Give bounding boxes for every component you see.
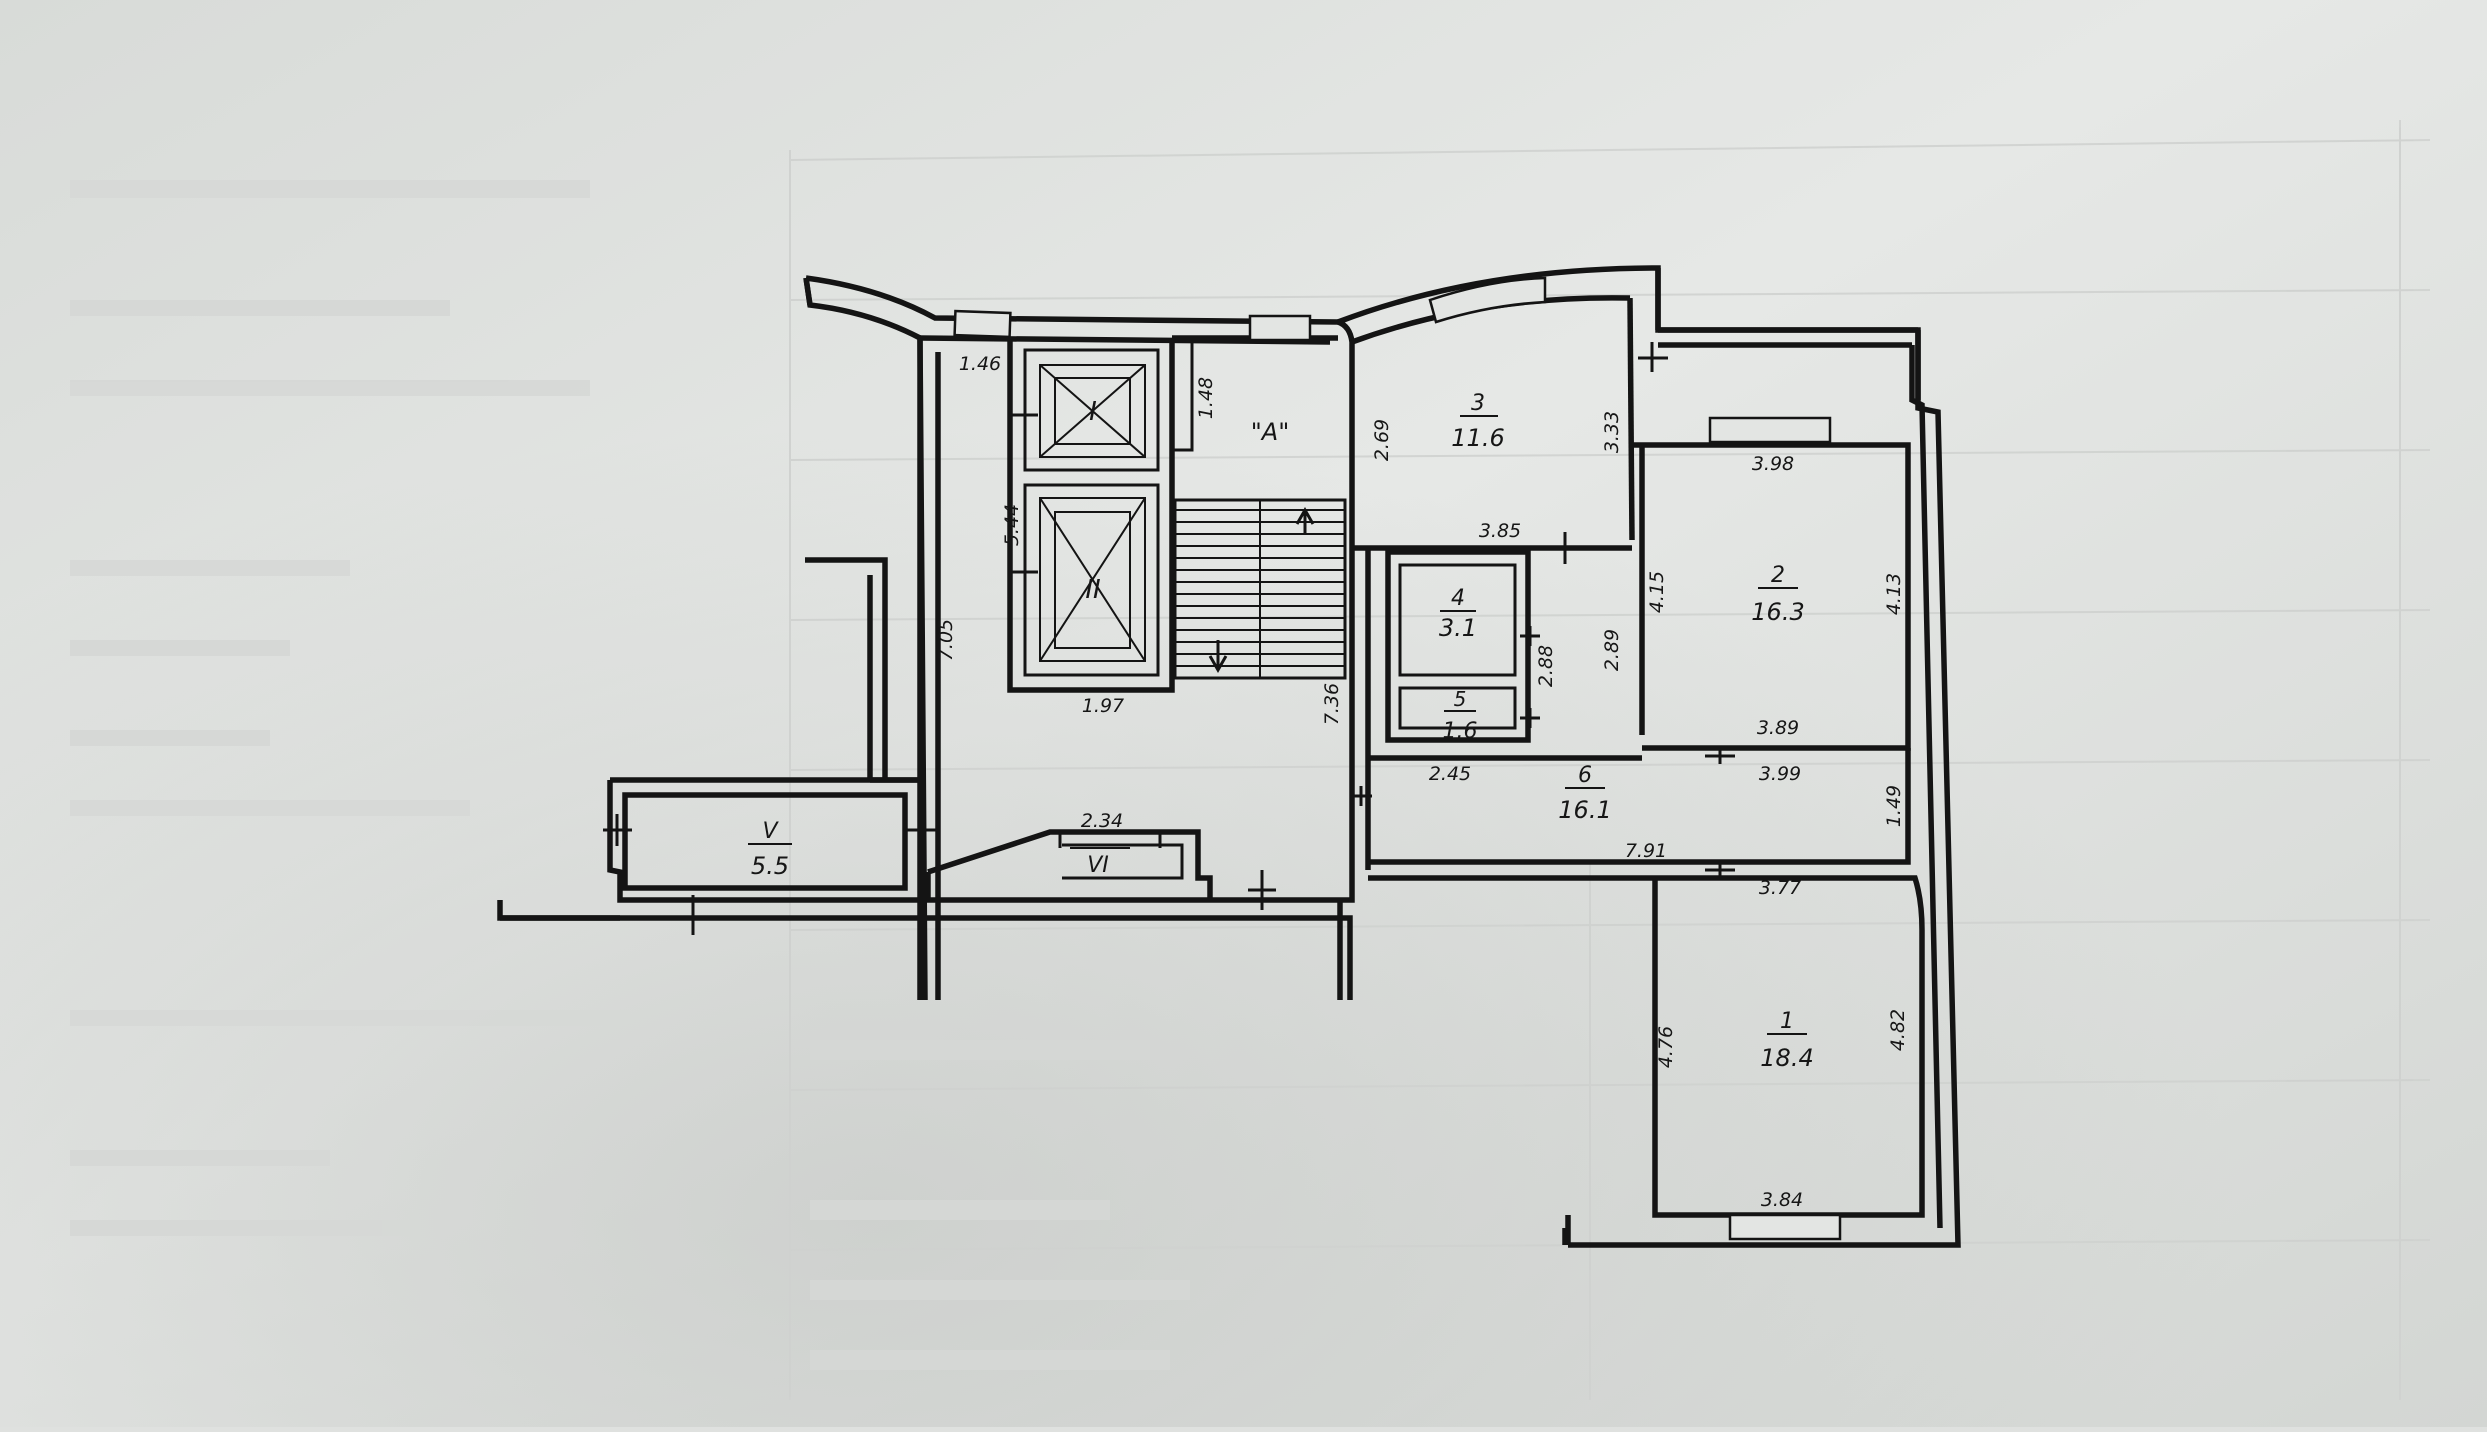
dim-4-13: 4.13	[1883, 573, 1905, 615]
dim-2-45: 2.45	[1429, 763, 1471, 785]
dim-3-84: 3.84	[1761, 1189, 1803, 1211]
door-room-2	[1705, 748, 1735, 764]
door-room-4	[1520, 626, 1540, 646]
dim-1-97: 1.97	[1082, 695, 1124, 717]
dim-7-05: 7.05	[935, 619, 957, 661]
dim-1-48: 1.48	[1195, 377, 1217, 419]
door-room-3	[1550, 532, 1580, 564]
dim-3-85: 3.85	[1479, 520, 1521, 542]
door-room-5	[1520, 708, 1540, 728]
dim-4-15: 4.15	[1646, 571, 1668, 613]
room-vi-number: VI	[1087, 853, 1109, 878]
stair-up-arrow	[1295, 506, 1315, 535]
dim-1-46: 1.46	[959, 353, 1001, 375]
lift-i	[1039, 364, 1146, 458]
dimension-labels: 1.46 1.48 5.44 7.05 1.97 7.36 2.34 2.69 …	[935, 353, 1909, 1211]
room-4-number: 4	[1451, 586, 1465, 611]
window-room-2	[1708, 416, 1832, 444]
door-corridor	[1350, 786, 1372, 806]
room-5-number: 5	[1454, 687, 1467, 711]
windows	[953, 276, 1842, 1241]
dim-2-34: 2.34	[1081, 810, 1123, 832]
dim-3-99: 3.99	[1759, 763, 1801, 785]
dim-2-89: 2.89	[1601, 629, 1623, 671]
dim-7-36: 7.36	[1321, 683, 1343, 725]
room-5-area: 1.6	[1443, 719, 1478, 744]
room-labels: "A" I II 3 11.6 2 16.3 4 3.1 5 1.6 6 16.…	[748, 391, 1814, 1072]
window-top-left	[953, 309, 1012, 339]
dim-3-33: 3.33	[1601, 411, 1623, 453]
dim-7-91: 7.91	[1625, 840, 1667, 862]
room-v-number: V	[762, 819, 779, 844]
window-room-1	[1728, 1213, 1842, 1241]
lift-doors	[1010, 413, 1038, 574]
stair-down-arrow	[1208, 640, 1228, 674]
stair-label: "A"	[1251, 418, 1290, 446]
door-room-v-left	[603, 814, 632, 846]
door-balcony	[1638, 342, 1668, 372]
dim-4-76: 4.76	[1655, 1026, 1677, 1068]
room-4-area: 3.1	[1439, 614, 1477, 642]
room-6-number: 6	[1578, 763, 1592, 788]
dim-5-44: 5.44	[1001, 504, 1023, 546]
window-room-3	[1428, 276, 1547, 324]
room-1-area: 18.4	[1760, 1044, 1813, 1072]
room-v-area: 5.5	[751, 852, 789, 880]
window-stair	[1248, 314, 1312, 342]
dim-3-98: 3.98	[1752, 453, 1794, 475]
walls	[497, 265, 1961, 1248]
dim-2-69: 2.69	[1371, 419, 1393, 461]
lift-i-label: I	[1089, 397, 1097, 427]
room-3-area: 11.6	[1451, 424, 1504, 452]
room-2-number: 2	[1771, 563, 1785, 588]
dim-3-77: 3.77	[1759, 877, 1801, 899]
room-3-number: 3	[1471, 391, 1485, 416]
reverse-side-show-through	[70, 120, 2431, 1400]
room-1-number: 1	[1780, 1009, 1794, 1034]
door-room-v-right	[905, 812, 940, 848]
room-vi-ticks	[1058, 832, 1162, 848]
stair-flight	[1173, 498, 1347, 680]
lift-ii-label: II	[1085, 575, 1100, 605]
lift-ii	[1039, 497, 1146, 662]
dim-4-82: 4.82	[1887, 1009, 1909, 1051]
dim-3-89: 3.89	[1757, 717, 1799, 739]
doors	[603, 342, 1735, 935]
door-room-1	[1705, 862, 1735, 878]
room-2-area: 16.3	[1751, 598, 1804, 626]
dim-1-49: 1.49	[1883, 785, 1905, 827]
room-6-area: 16.1	[1558, 796, 1611, 824]
dim-2-88: 2.88	[1535, 645, 1557, 687]
door-common-vi	[1248, 870, 1276, 910]
